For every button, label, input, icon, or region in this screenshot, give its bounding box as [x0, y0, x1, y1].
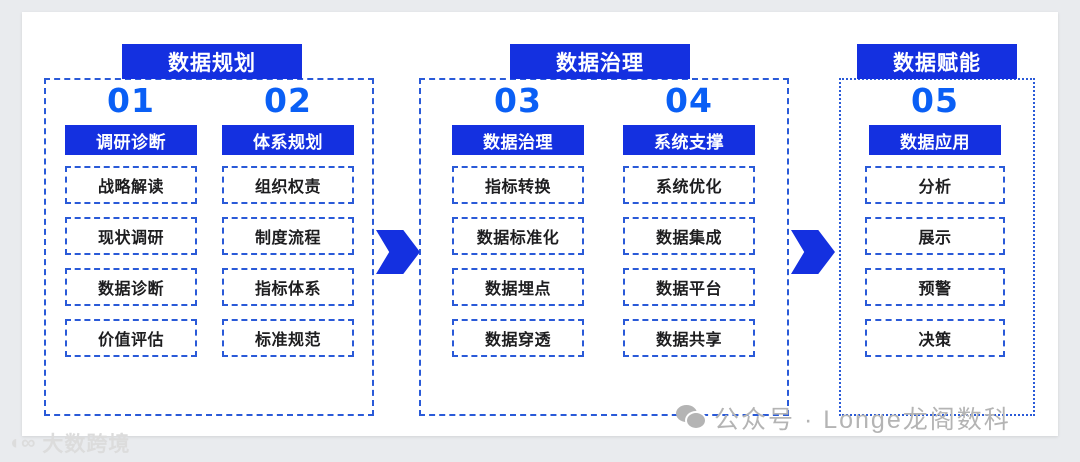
stage-item[interactable]: 展示 [865, 217, 1005, 255]
stage-item[interactable]: 价值评估 [65, 319, 197, 357]
stage-item[interactable]: 决策 [865, 319, 1005, 357]
stage-title-02[interactable]: 体系规划 [222, 125, 354, 155]
phase-panel-data-planning [44, 78, 374, 416]
stage-item[interactable]: 指标转换 [452, 166, 584, 204]
stage-item[interactable]: 数据共享 [623, 319, 755, 357]
phase-panel-data-governance [419, 78, 789, 416]
stage-column-04: 04 系统支撑 系统优化 数据集成 数据平台 数据共享 [614, 84, 764, 370]
stage-number-02: 02 [264, 81, 312, 120]
stage-item[interactable]: 数据集成 [623, 217, 755, 255]
stage-item[interactable]: 分析 [865, 166, 1005, 204]
stage-number-05: 05 [911, 81, 959, 120]
stage-number-01: 01 [107, 81, 155, 120]
stage-column-03: 03 数据治理 指标转换 数据标准化 数据埋点 数据穿透 [443, 84, 593, 370]
stage-item[interactable]: 数据穿透 [452, 319, 584, 357]
stage-item[interactable]: 数据埋点 [452, 268, 584, 306]
stage-item[interactable]: 战略解读 [65, 166, 197, 204]
phase-tab-data-enablement[interactable]: 数据赋能 [857, 44, 1017, 79]
stage-item[interactable]: 标准规范 [222, 319, 354, 357]
stage-number-04: 04 [665, 81, 713, 120]
stage-title-05[interactable]: 数据应用 [869, 125, 1001, 155]
phase-panel-data-enablement [839, 78, 1035, 416]
stage-item[interactable]: 现状调研 [65, 217, 197, 255]
stage-number-03: 03 [494, 81, 542, 120]
stage-item[interactable]: 数据平台 [623, 268, 755, 306]
stage-item[interactable]: 数据诊断 [65, 268, 197, 306]
stage-column-01: 01 调研诊断 战略解读 现状调研 数据诊断 价值评估 [56, 84, 206, 370]
stage-title-04[interactable]: 系统支撑 [623, 125, 755, 155]
stage-title-01[interactable]: 调研诊断 [65, 125, 197, 155]
stage-column-05: 05 数据应用 分析 展示 预警 决策 [860, 84, 1010, 370]
stage-item[interactable]: 组织权责 [222, 166, 354, 204]
stage-item[interactable]: 预警 [865, 268, 1005, 306]
stage-item[interactable]: 指标体系 [222, 268, 354, 306]
stage-column-02: 02 体系规划 组织权责 制度流程 指标体系 标准规范 [213, 84, 363, 370]
phase-tab-data-planning[interactable]: 数据规划 [122, 44, 302, 79]
stage-item[interactable]: 制度流程 [222, 217, 354, 255]
phase-tab-data-governance[interactable]: 数据治理 [510, 44, 690, 79]
stage-item[interactable]: 系统优化 [623, 166, 755, 204]
stage-title-03[interactable]: 数据治理 [452, 125, 584, 155]
stage-item[interactable]: 数据标准化 [452, 217, 584, 255]
